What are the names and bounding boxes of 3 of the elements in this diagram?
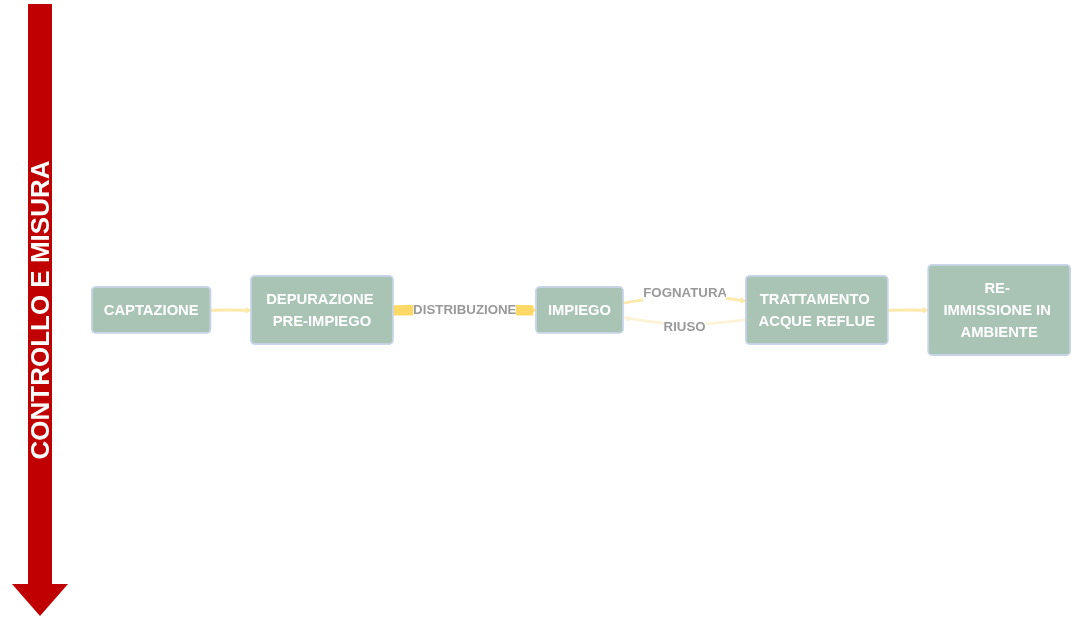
edge-label: DISTRIBUZIONE xyxy=(412,302,516,318)
side-label: CONTROLLO E MISURA xyxy=(24,160,56,460)
edge-label: RIUSO xyxy=(663,319,706,335)
